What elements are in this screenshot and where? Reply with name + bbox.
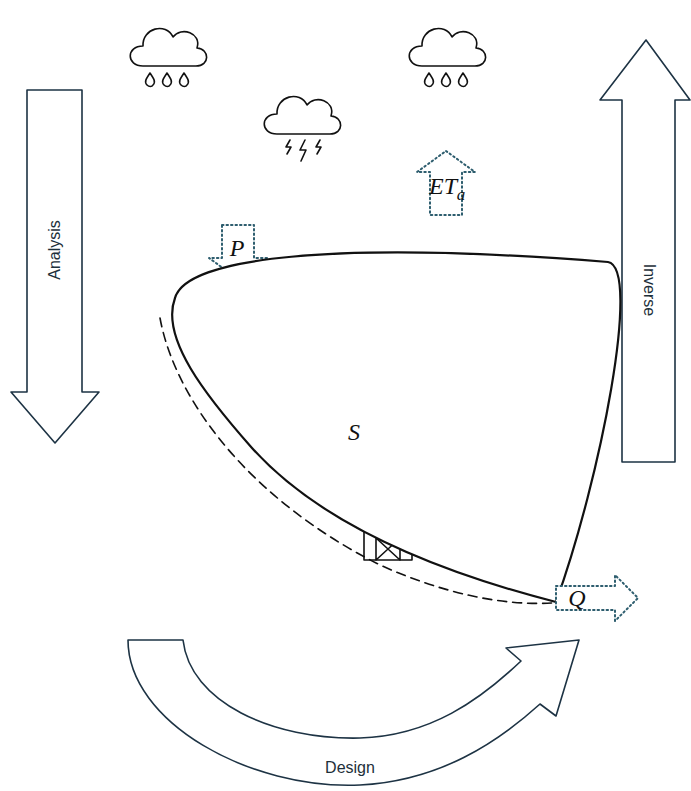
lightning-bolt [286,140,291,154]
rain-drop [425,73,434,87]
shape-path [600,40,690,462]
cloud-outline [264,96,340,134]
shape-path [128,640,579,785]
discharge-arrow: Q [550,572,642,624]
cloud-outline [130,28,206,66]
inverse-arrow-outline [596,36,691,466]
lightning-bolt [300,140,306,161]
node-label: S [348,420,360,444]
cloud-outline [409,28,485,66]
shape-path [172,253,620,602]
node-label: Design [325,760,375,776]
evapotranspiration-arrow: ETa [414,148,480,218]
storm-cloud [264,96,340,161]
design-arrow: Design [124,634,586,790]
inverse-arrow: Inverse [596,36,691,466]
node-label: P [230,236,245,260]
shape-path [417,151,475,215]
catchment-boundary: S [155,236,635,608]
shape-path [556,575,638,621]
shape-path [11,90,99,443]
discharge-arrow-outline [550,572,642,624]
catchment-boundary-outline [155,236,635,608]
rain-drop [459,73,468,87]
rain-cloud [130,28,206,86]
rain-drop [146,73,155,87]
subscript-label: a [457,186,466,203]
analysis-arrow: Analysis [8,86,104,446]
node-label: Inverse [641,264,657,316]
node-label: Analysis [47,220,63,280]
lightning-bolt [316,140,321,154]
rain-drop [442,73,451,87]
rain-drop [180,73,189,87]
rain-cloud [409,28,485,86]
node-label: ET [429,174,457,198]
node-label: Q [568,586,585,610]
rain-drop [163,73,172,87]
